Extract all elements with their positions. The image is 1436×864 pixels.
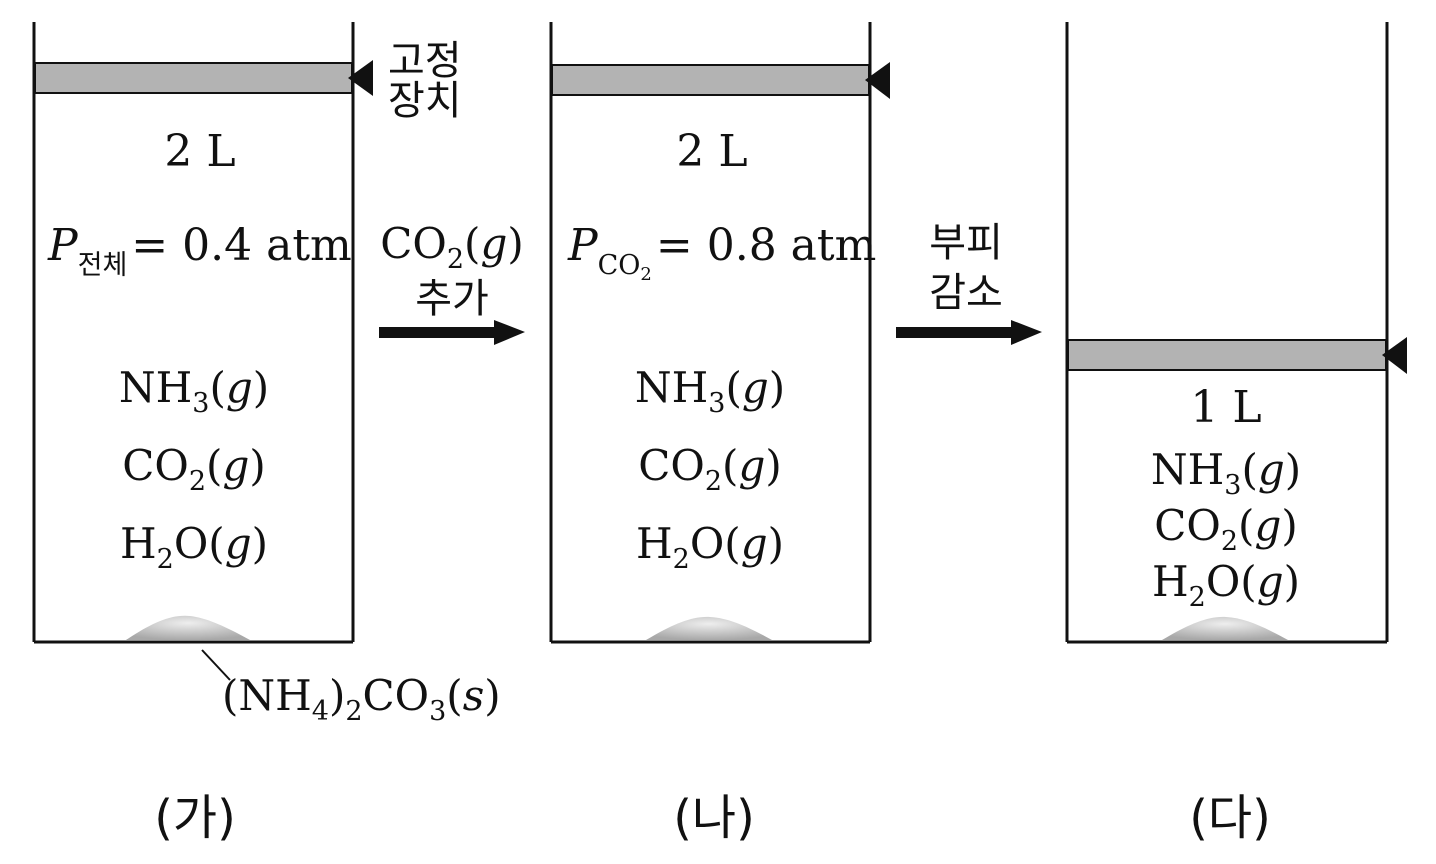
- solid-pile-na: [646, 616, 772, 640]
- cylinder-da: [1065, 22, 1407, 644]
- panel-label-na: (나): [673, 790, 755, 846]
- pressure-na-value: = 0.8 atm: [656, 220, 876, 271]
- volume-ga: 2 L: [164, 126, 235, 177]
- step1-action: 추가: [415, 276, 489, 322]
- fixing-device-label-2: 장치: [388, 78, 462, 124]
- cylinder-na: [549, 22, 890, 644]
- piston-na: [551, 64, 870, 96]
- panel-label-ga: (가): [154, 790, 236, 846]
- pressure-ga-subscript: 전체: [78, 250, 128, 281]
- stopper-na: [865, 62, 890, 99]
- panel-label-da: (다): [1189, 790, 1271, 846]
- step2-line1: 부피: [929, 220, 1003, 266]
- step1-formula: CO2(g): [380, 219, 523, 275]
- gas-ga-h2o: H2O(g): [120, 519, 268, 575]
- solid-label: (NH4)2CO3(s): [222, 671, 501, 727]
- step2-line2: 감소: [929, 270, 1003, 316]
- gas-na-h2o: H2O(g): [636, 519, 784, 575]
- gas-na-nh3: NH3(g): [635, 363, 785, 419]
- gas-da-co2: CO2(g): [1154, 501, 1297, 557]
- piston-ga: [34, 62, 353, 94]
- solid-pile-da: [1162, 616, 1288, 640]
- gas-ga-nh3: NH3(g): [119, 363, 269, 419]
- stopper-ga: [348, 60, 373, 96]
- cylinder-ga: [32, 22, 373, 644]
- fixing-device-label-1: 고정: [388, 38, 462, 84]
- pressure-na-symbol: P: [567, 220, 599, 271]
- piston-da: [1067, 339, 1387, 371]
- volume-da: 1 L: [1190, 382, 1261, 433]
- solid-pile-ga: [126, 615, 250, 640]
- gas-ga-co2: CO2(g): [122, 441, 265, 497]
- gas-da-h2o: H2O(g): [1152, 557, 1300, 613]
- stopper-da: [1382, 337, 1407, 374]
- volume-na: 2 L: [676, 126, 747, 177]
- gas-da-nh3: NH3(g): [1151, 445, 1301, 501]
- pressure-ga-value: = 0.4 atm: [131, 220, 351, 271]
- step2-arrow: [896, 320, 1042, 345]
- pressure-na-subscript-sub: 2: [640, 264, 651, 285]
- pressure-na-subscript: CO: [598, 250, 641, 281]
- gas-na-co2: CO2(g): [638, 441, 781, 497]
- pressure-ga-symbol: P: [47, 220, 79, 271]
- step1-arrow: [379, 320, 525, 345]
- pressure-na: PCO2= 0.8 atm: [567, 220, 876, 285]
- pressure-ga: P전체= 0.4 atm: [47, 220, 352, 281]
- solid-leader-line: [201, 649, 231, 681]
